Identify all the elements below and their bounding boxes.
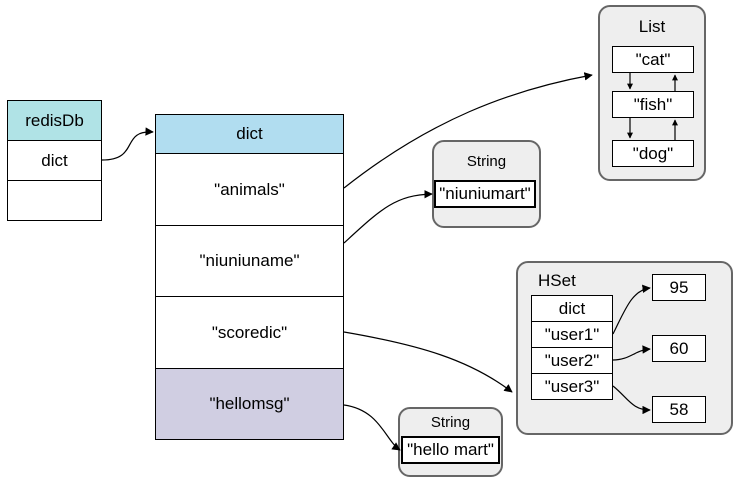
list-item-dog: "dog" — [612, 140, 694, 167]
dict-key-hellomsg: "hellomsg" — [155, 368, 344, 440]
string-value-niuniumart: "niuniumart" — [434, 180, 536, 208]
list-item-cat: "cat" — [612, 46, 694, 73]
arrow-niuniuname-to-string — [343, 190, 433, 244]
hset-value-60: 60 — [652, 335, 706, 362]
arrow-user3-to-58 — [612, 385, 651, 415]
arrow-user1-to-95 — [612, 284, 651, 335]
arrow-user2-to-60 — [612, 345, 651, 361]
arrow-hellomsg-to-string — [343, 404, 401, 451]
redisdb-empty-field — [7, 180, 102, 221]
dict-key-scoredic: "scoredic" — [155, 296, 344, 369]
redisdb-header: redisDb — [7, 100, 102, 141]
list-item-fish: "fish" — [612, 91, 694, 118]
hset-title: HSet — [538, 271, 576, 290]
arrow-animals-to-list — [343, 72, 593, 189]
hset-value-58: 58 — [652, 396, 706, 423]
hset-value-95: 95 — [652, 274, 706, 301]
dict-key-niuniuname: "niuniuname" — [155, 225, 344, 297]
string-title-2: String — [430, 414, 471, 431]
string-value-hello-mart: "hello mart" — [401, 436, 500, 464]
list-title: List — [638, 17, 666, 36]
arrow-scoredic-to-hset — [343, 331, 513, 393]
string-title-1: String — [466, 153, 507, 170]
arrow-redisdb-to-dict — [101, 127, 154, 161]
hset-field-user3: "user3" — [531, 373, 613, 400]
